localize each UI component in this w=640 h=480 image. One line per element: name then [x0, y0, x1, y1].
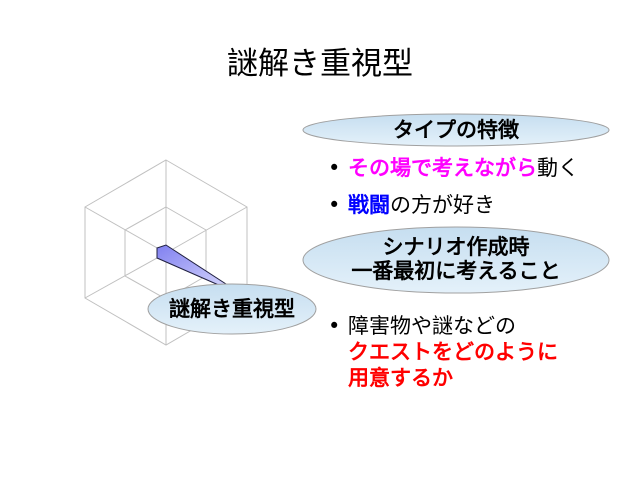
feature-text: 動く: [537, 156, 579, 180]
feature-text: の方が好き: [390, 193, 495, 217]
scenario-red-line2: 用意するか: [348, 366, 453, 390]
scenario-header-ellipse: [302, 226, 610, 294]
chart-label: 謎解き重視型: [169, 297, 295, 321]
scenario-red-line1: クエストをどのように: [348, 340, 558, 364]
scenario-header-line1: シナリオ作成時: [382, 235, 530, 259]
feature-highlight: その場で考えながら: [348, 156, 537, 180]
scenario-header-line2: 一番最初に考えること: [351, 259, 561, 283]
slide-title: 謎解き重視型: [227, 46, 413, 82]
features-header: タイプの特徴: [393, 118, 519, 142]
feature-item: •戦闘の方が好き: [328, 193, 495, 217]
feature-item: •その場で考えながら動く: [328, 156, 579, 180]
scenario-text: 障害物や謎などの: [348, 314, 516, 338]
feature-highlight: 戦闘: [348, 193, 390, 217]
features-header-ellipse: [302, 113, 610, 147]
chart-label-ellipse: [147, 283, 317, 335]
scenario-point: •障害物や謎などの クエストをどのように 用意するか: [328, 314, 558, 390]
